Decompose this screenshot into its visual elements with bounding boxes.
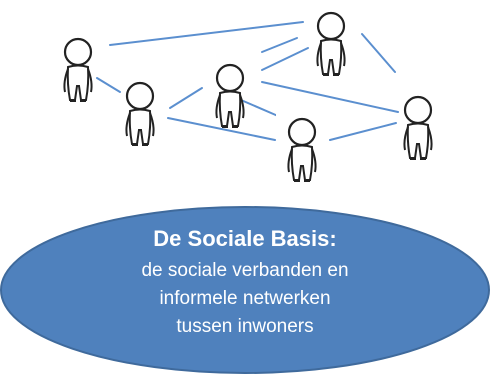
connection-line [240,99,279,117]
person-icon [403,95,433,161]
connection-line [361,33,396,73]
connection-line [167,117,276,141]
connection-line [261,37,298,53]
connection-line [169,87,203,109]
social-basis-ellipse [0,206,490,374]
person-icon [316,11,346,77]
ellipse-line-2: informele netwerken [159,288,331,309]
person-icon [63,37,93,103]
network-lines [96,21,399,141]
connection-line [261,81,399,113]
ellipse-line-1: de sociale verbanden en [141,260,349,281]
ellipse-line-3: tussen inwoners [176,316,314,337]
connection-line [329,122,397,141]
connection-line [261,47,309,71]
connection-line [96,77,121,93]
ellipse-title: De Sociale Basis: [153,226,337,251]
person-icon [215,63,245,129]
connection-line [109,21,304,46]
person-icon [125,81,155,147]
